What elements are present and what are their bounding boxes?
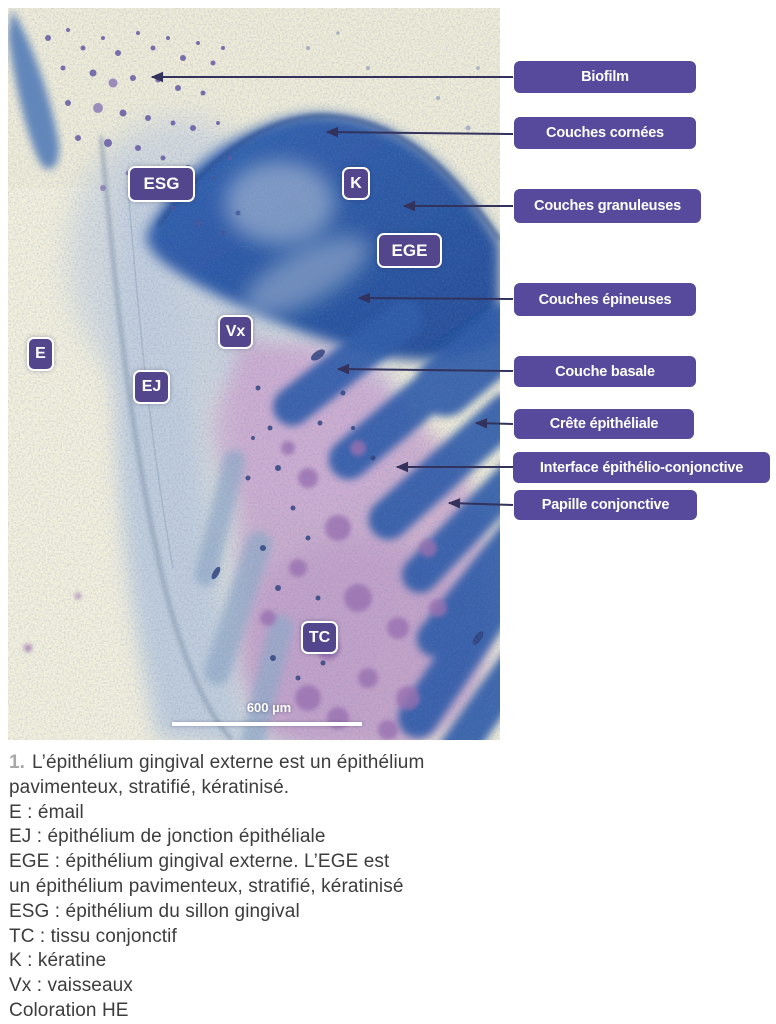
annotation-couches-cornees: Couches cornées [514,117,696,149]
caption-line: Vx : vaisseaux [9,975,133,997]
caption-number: 1. [9,752,26,773]
caption-line: Coloration HE [9,999,129,1021]
caption-line: un épithélium pavimenteux, stratifié, ké… [9,875,404,897]
scale-bar-label: 600 µm [246,700,292,715]
annotation-biofilm: Biofilm [514,61,696,93]
annotation-interface-epithelio-conjonctive: Interface épithélio-conjonctive [513,452,770,483]
caption-line: TC : tissu conjonctif [9,925,177,947]
caption-line: K : kératine [9,950,107,972]
caption-line: 1. L’épithélium gingival externe est un é… [9,751,569,776]
marker-tc: TC [301,621,338,654]
scale-bar [172,722,362,726]
micrograph: 600 µm [8,8,500,740]
marker-e: E [27,337,54,371]
marker-vx: Vx [218,315,253,349]
marker-k: K [342,167,370,200]
figure-caption: 1. L’épithélium gingival externe est un é… [9,751,569,1024]
annotation-couches-epineuses: Couches épineuses [514,283,696,316]
annotation-crete-epitheliale: Crête épithéliale [514,409,694,439]
caption-line: ESG : épithélium du sillon gingival [9,900,300,922]
caption-line: E : émail [9,801,84,823]
caption-line: EGE : épithélium gingival externe. L’EGE… [9,851,390,873]
marker-ege: EGE [377,233,442,268]
marker-ej: EJ [133,370,170,404]
annotation-papille-conjonctive: Papille conjonctive [514,490,697,520]
caption-line: pavimenteux, stratifié, kératinisé. [9,776,290,798]
caption-line: EJ : épithélium de jonction épithéliale [9,826,326,848]
marker-esg: ESG [128,166,195,202]
annotation-couche-basale: Couche basale [514,356,696,387]
micrograph-art [8,8,500,740]
annotation-couches-granuleuses: Couches granuleuses [514,189,701,223]
caption-text: L’épithélium gingival externe est un épi… [32,752,425,773]
